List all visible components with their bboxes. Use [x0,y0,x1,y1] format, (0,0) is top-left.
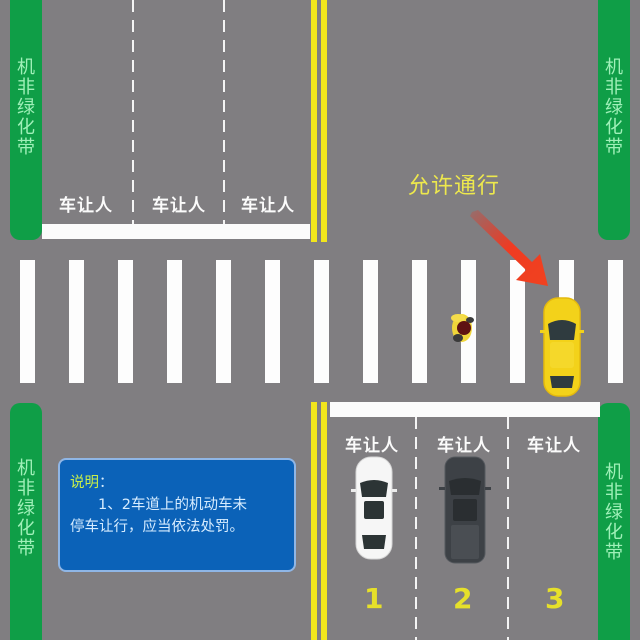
note-box: 说明： 1、2车道上的机动车未 停车让行，应当依法处罚。 [58,458,296,572]
crosswalk-stripe [510,260,525,383]
stop-line-bottom [330,402,600,417]
lane-divider-top-1 [132,0,134,224]
greenbelt-label: 机非绿化带 [17,458,35,559]
greenbelt-label: 机非绿化带 [605,57,623,158]
yield-label-top-1: 车让人 [59,196,113,216]
greenbelt-top-right: 机非绿化带 [598,0,630,240]
note-line-1: 1、2车道上的机动车未 [98,497,247,513]
lane-divider-bottom-1 [415,417,417,640]
crosswalk-stripe [20,260,35,383]
center-line-bottom-b [321,402,327,640]
lane-divider-bottom-2 [507,417,509,640]
pedestrian-icon [451,314,474,342]
greenbelt-top-left: 机非绿化带 [10,0,42,240]
center-line-top-a [311,0,317,242]
note-title: 说明 [70,475,99,491]
greenbelt-label: 机非绿化带 [605,462,623,563]
lane-number-3: 3 [545,582,565,615]
crosswalk-stripe [167,260,182,383]
note-title-row: 说明： [70,472,294,494]
note-colon: ： [99,475,114,491]
greenbelt-label: 机非绿化带 [17,57,35,158]
center-line-top-b [321,0,327,242]
red-arrow-icon [470,210,548,286]
yield-label-top-2: 车让人 [152,196,206,216]
lane-number-1: 1 [364,582,384,615]
crosswalk-stripe [314,260,329,383]
crosswalk-stripe [118,260,133,383]
stop-line-top [42,224,310,239]
crosswalk-stripe [363,260,378,383]
white-car-icon [351,456,397,560]
crosswalk-stripe [608,260,623,383]
yield-label-bottom-2: 车让人 [437,436,491,456]
greenbelt-bottom-left: 机非绿化带 [10,403,42,640]
crosswalk-stripe [216,260,231,383]
yellow-car-icon [540,297,584,397]
yield-label-bottom-1: 车让人 [345,436,399,456]
crosswalk-stripe [412,260,427,383]
lane-number-2: 2 [453,582,473,615]
center-line-bottom-a [311,402,317,640]
crosswalk-stripe [265,260,280,383]
allow-passage-label: 允许通行 [408,174,501,199]
crosswalk-stripe [69,260,84,383]
lane-divider-top-2 [223,0,225,224]
dark-suv-icon [439,456,491,564]
greenbelt-bottom-right: 机非绿化带 [598,403,630,640]
yield-label-top-3: 车让人 [241,196,295,216]
yield-label-bottom-3: 车让人 [527,436,581,456]
note-line-2: 停车让行，应当依法处罚。 [70,519,244,535]
